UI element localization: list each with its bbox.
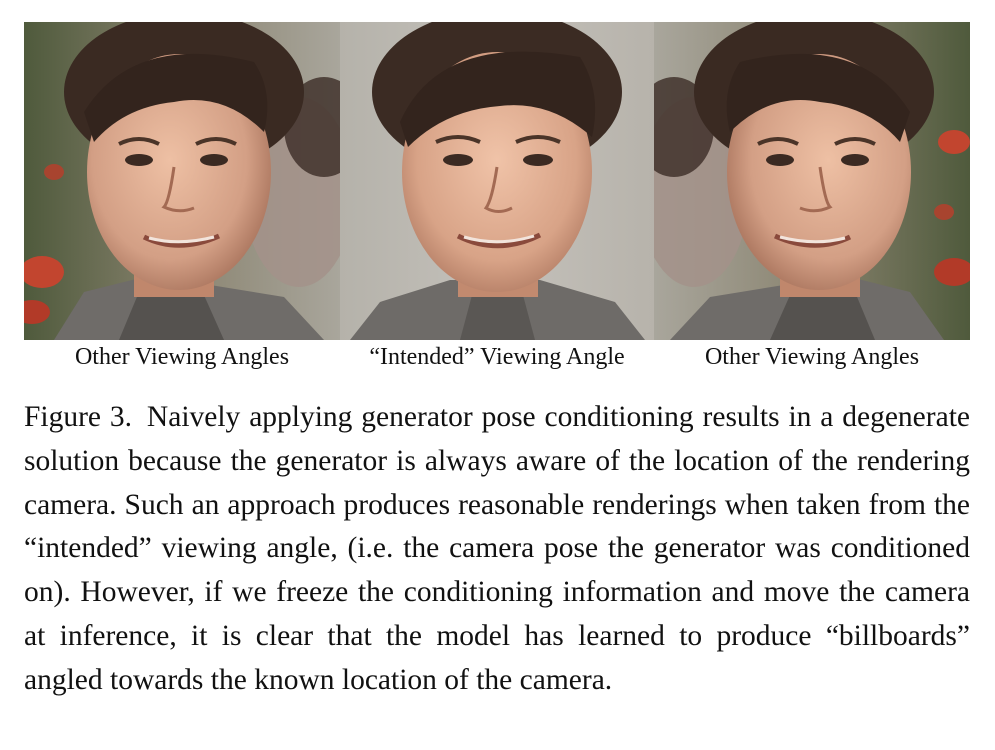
panel-captions: Other Viewing Angles “Intended” Viewing … xyxy=(24,340,970,374)
face-image-left xyxy=(24,22,340,340)
figure-caption-text: Naively applying generator pose conditio… xyxy=(24,401,970,696)
figure-image-row xyxy=(24,22,970,340)
face-image-center xyxy=(340,22,654,340)
face-image-right xyxy=(654,22,970,340)
face-panel-right xyxy=(654,22,970,340)
face-panel-center xyxy=(340,22,654,340)
figure-label: Figure 3. xyxy=(24,401,133,433)
face-panel-left xyxy=(24,22,340,340)
figure-caption: Figure 3. Naively applying generator pos… xyxy=(24,396,970,703)
panel-caption-left: Other Viewing Angles xyxy=(74,344,290,370)
panel-caption-right: Other Viewing Angles xyxy=(704,344,920,370)
panel-caption-center: “Intended” Viewing Angle xyxy=(369,344,625,370)
